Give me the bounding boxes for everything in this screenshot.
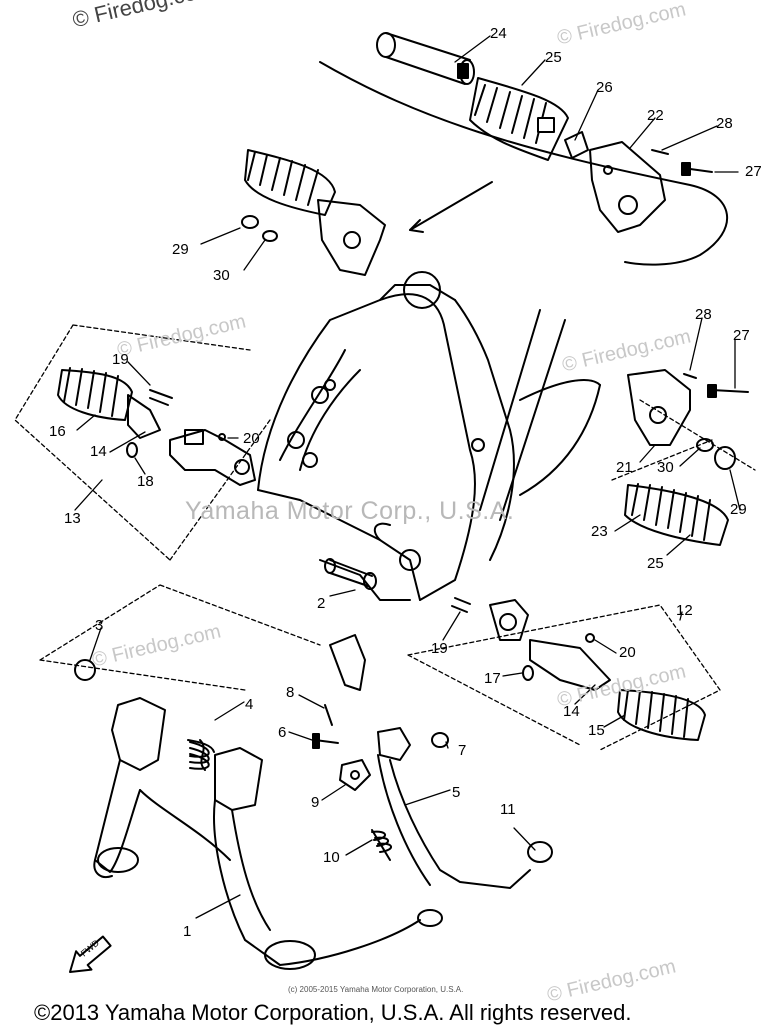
pin-19-left	[149, 389, 173, 406]
callout-22: 22	[647, 107, 664, 124]
callout-28: 28	[716, 115, 733, 132]
footrest-bracket-22	[589, 141, 666, 233]
plate-26	[564, 131, 589, 159]
pin-28-right	[683, 373, 697, 379]
bolt-20-right	[585, 633, 595, 643]
leader-lines	[74, 35, 741, 919]
footrest-16	[57, 367, 161, 439]
nut-29-right	[714, 446, 736, 470]
callout-9: 9	[311, 794, 320, 811]
side-stand-5	[377, 727, 531, 889]
top-group-boundary	[319, 61, 728, 266]
callout-3: 3	[95, 617, 104, 634]
nut-7	[431, 732, 449, 748]
footrest-rubber-25-lower	[624, 483, 729, 546]
callout-16: 16	[49, 423, 66, 440]
copyright-footer: ©2013 Yamaha Motor Corporation, U.S.A. A…	[34, 1000, 632, 1025]
frame-bracket-lower	[329, 634, 366, 691]
spring-10	[371, 829, 392, 861]
cap-11	[527, 841, 553, 863]
cotter-pin-28-upper	[651, 149, 669, 155]
callout-1: 1	[183, 923, 192, 940]
callout-26: 26	[596, 79, 613, 96]
pivot-bracket	[489, 599, 529, 641]
pivot-bolt-6	[312, 733, 339, 749]
left-rear-footrest	[244, 149, 386, 276]
callout-19: 19	[112, 351, 129, 368]
callout-30: 30	[213, 267, 230, 284]
lower-right-group-boundary	[407, 604, 721, 751]
callout-24: 24	[490, 25, 507, 42]
spring-4	[187, 739, 215, 771]
callout-7: 7	[458, 742, 467, 759]
copyright-small: (c) 2005-2015 Yamaha Motor Corporation, …	[288, 985, 464, 994]
bolt-27-upper	[681, 162, 713, 176]
callout-25: 25	[647, 555, 664, 572]
bracket-9	[339, 759, 371, 791]
shaft-2	[324, 558, 377, 590]
callout-29: 29	[730, 501, 747, 518]
bottom-group-boundary	[39, 584, 321, 691]
bolt-20-left	[218, 433, 226, 441]
callout-2: 2	[317, 595, 326, 612]
washer-30-right	[696, 438, 714, 452]
callout-23: 23	[591, 523, 608, 540]
nut-29-upper	[241, 215, 259, 229]
bracket-left	[169, 429, 256, 486]
callout-11: 11	[500, 801, 516, 818]
top-group-arrow	[409, 181, 493, 231]
callout-29: 29	[172, 241, 189, 258]
rear-footrest-bar-24	[376, 32, 475, 85]
callout-21: 21	[616, 459, 633, 476]
bolt-17	[522, 665, 534, 681]
footrest-15	[617, 689, 706, 741]
pin-19-right	[451, 597, 471, 613]
callout-27: 27	[733, 327, 750, 344]
callout-28: 28	[695, 306, 712, 323]
callout-20: 20	[619, 644, 636, 661]
callout-8: 8	[286, 684, 295, 701]
fwd-arrow	[69, 935, 112, 973]
cotter-pin-8	[324, 704, 333, 726]
callout-14: 14	[90, 443, 107, 460]
bolt-27-right	[707, 384, 749, 398]
callout-10: 10	[323, 849, 340, 866]
footrest-arm-14	[529, 639, 611, 691]
nut-3	[74, 659, 96, 681]
callout-6: 6	[278, 724, 287, 741]
callout-15: 15	[588, 722, 605, 739]
bolt-18	[126, 442, 138, 458]
callout-20: 20	[243, 430, 260, 447]
center-stand-1	[93, 697, 443, 970]
callout-17: 17	[484, 670, 501, 687]
frame	[257, 271, 601, 601]
callout-5: 5	[452, 784, 461, 801]
callout-27: 27	[745, 163, 762, 180]
footrest-rubber-25-upper	[469, 77, 569, 161]
callout-4: 4	[245, 696, 254, 713]
washer-30-upper	[262, 230, 278, 242]
callout-12: 12	[676, 602, 693, 619]
left-group-boundary	[14, 324, 271, 561]
footrest-bracket-21	[627, 369, 691, 446]
callout-19: 19	[431, 640, 448, 657]
callout-18: 18	[137, 473, 154, 490]
callout-30: 30	[657, 459, 674, 476]
callout-13: 13	[64, 510, 81, 527]
callout-14: 14	[563, 703, 580, 720]
callout-25: 25	[545, 49, 562, 66]
